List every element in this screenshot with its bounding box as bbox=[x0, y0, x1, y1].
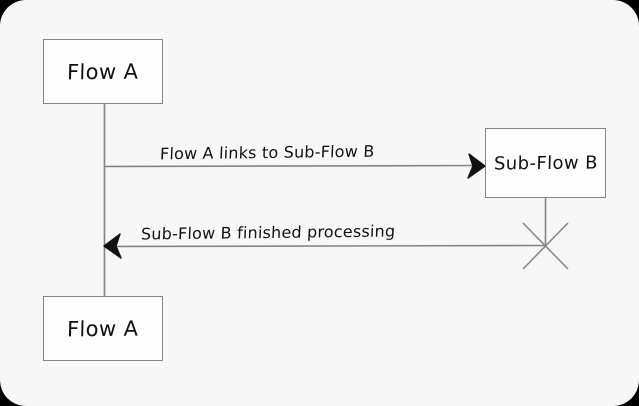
node-flow-a-top-label: Flow A bbox=[66, 59, 139, 84]
message-response-line[interactable] bbox=[105, 244, 546, 248]
message-response-label: Sub-Flow B finished processing bbox=[140, 221, 396, 244]
destroy-marker-stroke-2 bbox=[522, 222, 569, 270]
node-sub-flow-b-label: Sub-Flow B bbox=[493, 151, 598, 175]
message-request-arrowhead bbox=[467, 153, 486, 179]
node-flow-a-bottom-label: Flow A bbox=[66, 316, 139, 341]
message-response-arrowhead bbox=[103, 233, 122, 259]
node-flow-a-bottom[interactable]: Flow A bbox=[43, 296, 163, 361]
message-request-line[interactable] bbox=[103, 164, 485, 168]
message-request-label: Flow A links to Sub-Flow B bbox=[159, 141, 375, 164]
node-sub-flow-b[interactable]: Sub-Flow B bbox=[485, 128, 606, 198]
node-flow-a-top[interactable]: Flow A bbox=[43, 39, 163, 104]
